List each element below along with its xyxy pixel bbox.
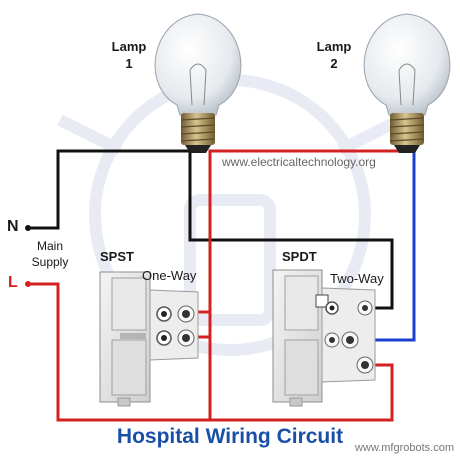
diagram-title: Hospital Wiring Circuit (116, 425, 344, 448)
lamp-2-label-line1: Lamp (316, 39, 352, 54)
spst-type-label: SPST (100, 249, 134, 264)
neutral-terminal-label: N (7, 218, 19, 235)
lamp-1-label-line2: 1 (125, 56, 133, 71)
lamp-1-label: Lamp 1 (104, 38, 154, 72)
live-terminal-label: L (8, 274, 18, 291)
neutral-wire (28, 149, 196, 230)
traveler-wire (373, 151, 416, 342)
main-supply-line2: Supply (31, 255, 69, 269)
spdt-bottom-wire (210, 363, 394, 422)
spdt-switch (272, 269, 376, 407)
live-wires (28, 149, 402, 422)
main-supply-line1: Main (36, 239, 63, 253)
live-wire (28, 282, 210, 422)
spdt-type-label: SPDT (282, 249, 317, 264)
neutral-terminal-dot (25, 225, 31, 231)
watermark-url: www.electricaltechnology.org (222, 155, 376, 169)
traveler-wires (373, 151, 416, 342)
lamp1-switch-wire (188, 151, 394, 310)
lamp-2 (363, 13, 451, 153)
lamp-1-label-line1: Lamp (111, 39, 147, 54)
neutral-wires (28, 149, 394, 310)
spdt-mode-label: Two-Way (330, 271, 384, 286)
live-to-lamp2-wire (208, 149, 402, 420)
spst-mode-label: One-Way (142, 268, 197, 283)
spst-switch (99, 271, 199, 407)
live-terminal-dot (25, 281, 31, 287)
lamp-2-label-line2: 2 (330, 56, 338, 71)
lamp-2-label: Lamp 2 (309, 38, 359, 72)
credit-text: www.mfgrobots.com (354, 442, 454, 454)
lamp-1 (154, 13, 242, 153)
main-supply-label: Main Supply (25, 238, 75, 270)
